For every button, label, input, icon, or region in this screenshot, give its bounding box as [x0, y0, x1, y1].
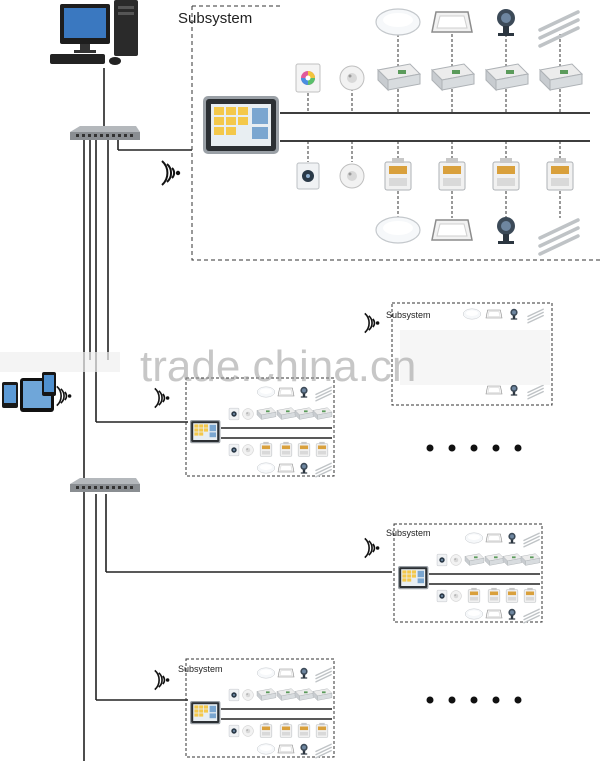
ceiling-light-icon [375, 8, 421, 36]
led-driver-icon [431, 63, 475, 91]
relay-module-icon [546, 157, 574, 191]
panel-light-icon [431, 219, 473, 241]
spot-light-icon [497, 217, 515, 244]
spot-light-icon [497, 9, 515, 36]
backbone-wiring [83, 68, 392, 761]
motion-sensor-icon [339, 65, 365, 91]
wireless-signal-icon [55, 385, 73, 407]
subsystem-upper-right: Subsystem [386, 302, 553, 406]
subsystem-bottom-left: Subsystem [178, 659, 334, 758]
tube-light-icon [538, 218, 580, 256]
wireless-signal-icon [161, 160, 182, 186]
led-driver-icon [377, 63, 421, 91]
tube-light-icon [538, 10, 580, 48]
led-driver-icon [539, 63, 583, 91]
subsystem-label: Subsystem [386, 528, 431, 538]
wireless-signal-icon [363, 312, 381, 334]
panel-light-icon [431, 11, 473, 33]
tablet-icon [2, 372, 56, 412]
wireless-signal-icon [154, 387, 171, 409]
more-subsystems-ellipsis [426, 444, 522, 452]
subsystem-middle-left [186, 378, 334, 477]
subsystem-label: Subsystem [178, 664, 223, 674]
wireless-signal-icon [154, 669, 171, 691]
dimmer-icon [295, 63, 321, 93]
led-driver-icon [485, 63, 529, 91]
touch-panel-icon [203, 96, 279, 154]
ceiling-light-icon [375, 216, 421, 244]
subsystem-main: Subsystem [178, 5, 600, 261]
network-switch-icon [70, 478, 140, 492]
subsystem-middle-right: Subsystem [386, 524, 542, 623]
relay-module-icon [492, 157, 520, 191]
desktop-computer-icon [50, 0, 138, 65]
dimmer-icon [296, 162, 320, 190]
wireless-signal-icon [363, 537, 381, 559]
relay-module-icon [438, 157, 466, 191]
subsystem-label: Subsystem [178, 10, 252, 27]
relay-module-icon [384, 157, 412, 191]
more-subsystems-ellipsis [426, 696, 522, 704]
watermark-text: trade.china.cn [140, 342, 416, 391]
network-switch-icon [70, 126, 140, 140]
subsystem-label: Subsystem [386, 310, 431, 320]
motion-sensor-icon [339, 163, 365, 189]
